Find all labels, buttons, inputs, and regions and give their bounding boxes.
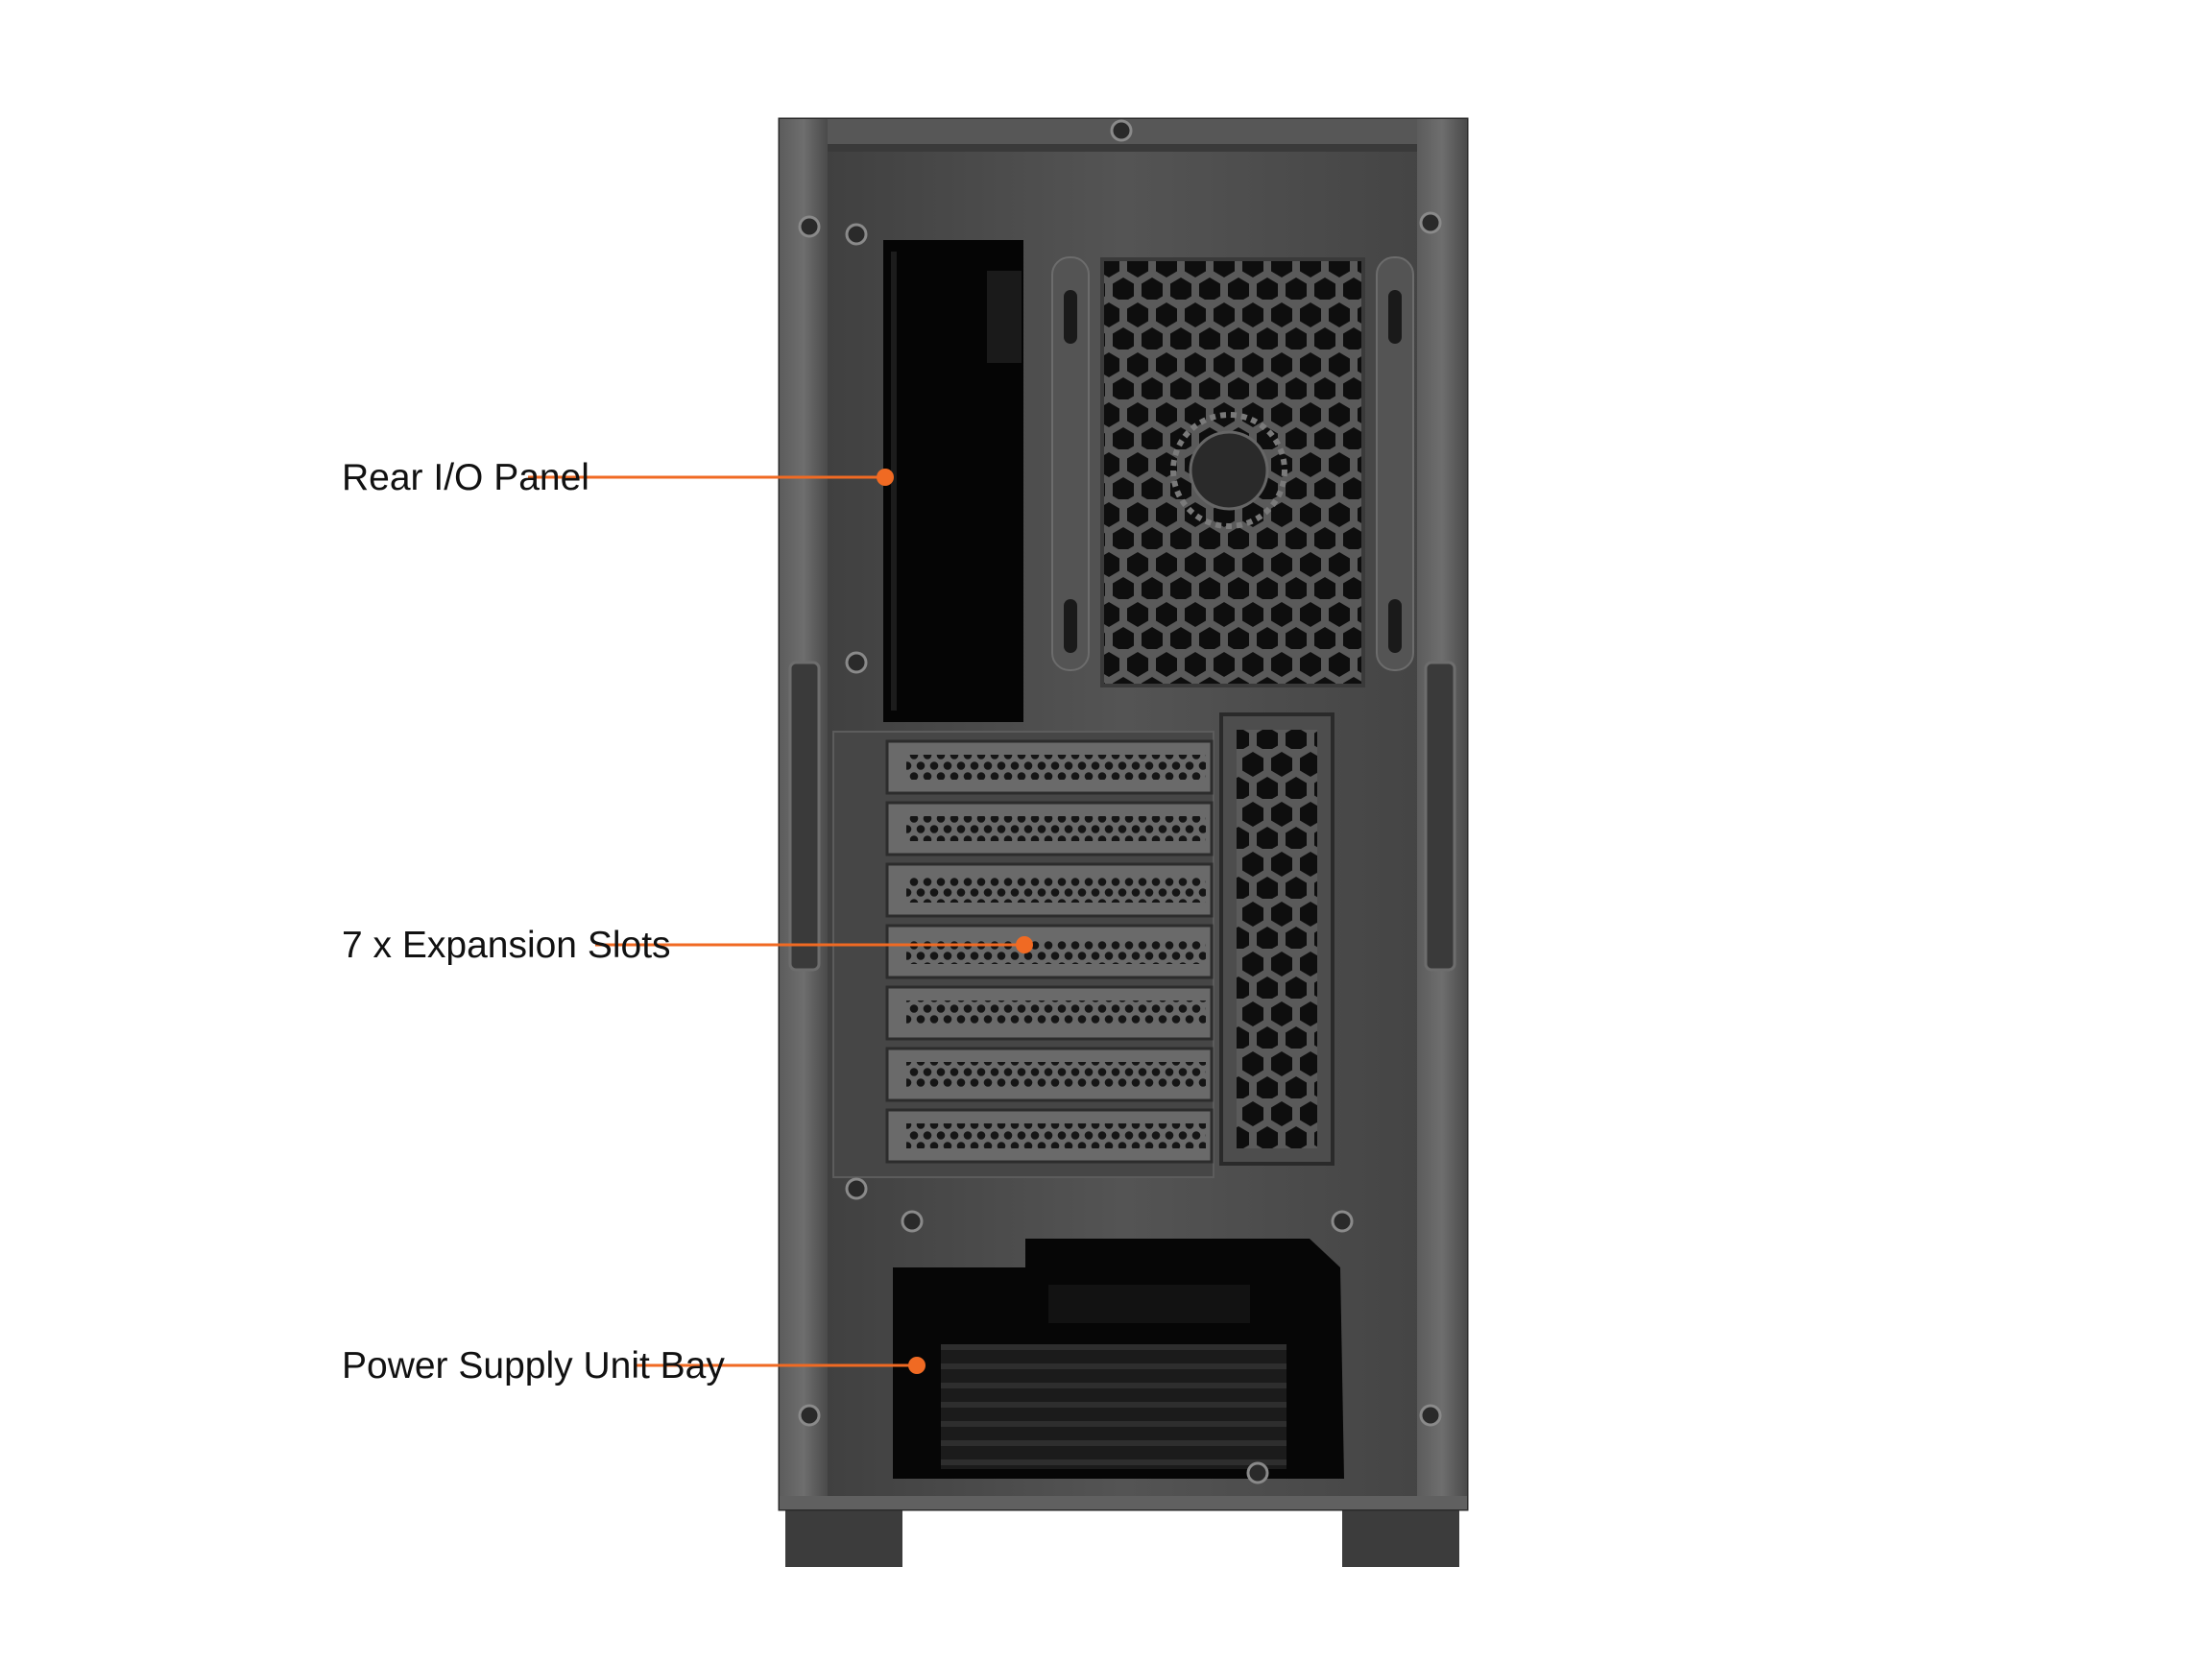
callout-dot-rear-io xyxy=(877,469,894,486)
expansion-slot-mesh xyxy=(906,1123,1206,1148)
screw xyxy=(1246,1461,1269,1484)
callout-dot-expansion xyxy=(1016,936,1033,953)
expansion-slot-mesh xyxy=(906,939,1206,964)
expansion-slot-mesh xyxy=(906,816,1206,841)
callout-label-psu-bay: Power Supply Unit Bay xyxy=(342,1345,725,1387)
callout-label-expansion-slots: 7 x Expansion Slots xyxy=(342,925,671,966)
screw xyxy=(1419,1404,1442,1427)
expansion-slot-mesh xyxy=(906,1062,1206,1087)
fan-hub xyxy=(1170,412,1287,529)
psu-fins xyxy=(941,1344,1286,1469)
screw xyxy=(845,651,868,674)
callout-lines xyxy=(528,469,1033,1374)
screw xyxy=(845,223,868,246)
case-foot-right xyxy=(1342,1502,1459,1567)
callout-dot-psu xyxy=(908,1357,926,1374)
screw xyxy=(798,1404,821,1427)
vertical-vent-mesh xyxy=(1237,730,1317,1148)
expansion-slots xyxy=(885,739,1214,1164)
callout-label-rear-io: Rear I/O Panel xyxy=(342,457,589,498)
screw xyxy=(1331,1210,1354,1233)
screw xyxy=(901,1210,924,1233)
expansion-slot-mesh xyxy=(906,878,1206,903)
expansion-slot-mesh xyxy=(906,1001,1206,1025)
case-screws xyxy=(798,119,1442,1484)
screw xyxy=(1419,211,1442,234)
screw xyxy=(1110,119,1133,142)
expansion-slot-mesh xyxy=(906,755,1206,780)
screw xyxy=(845,1177,868,1200)
case-foot-left xyxy=(785,1502,902,1567)
screw xyxy=(798,215,821,238)
